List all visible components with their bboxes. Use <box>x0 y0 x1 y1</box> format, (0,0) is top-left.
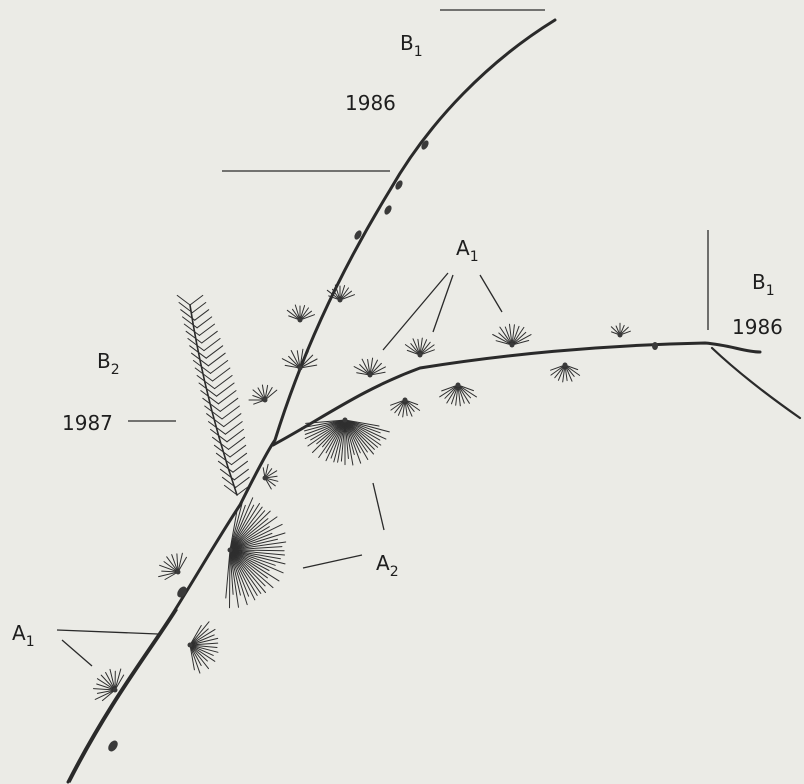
needle-cluster-a1 <box>263 464 278 489</box>
needle-cluster-a1 <box>249 385 277 404</box>
label-a1-bottom: A1 <box>12 621 35 650</box>
stem-buds <box>106 139 658 753</box>
label-b2: B2 <box>97 349 120 378</box>
label-year-right: 1986 <box>732 315 783 339</box>
needle-cluster-a1 <box>440 383 477 406</box>
needle-cluster-a1 <box>159 553 187 579</box>
label-b1-right: B1 <box>752 270 775 299</box>
needle-cluster-a1 <box>391 398 420 417</box>
needle-cluster-a1 <box>188 622 219 673</box>
needle-cluster-a1 <box>287 305 314 323</box>
a2-leader-lower <box>303 555 362 568</box>
label-year-b2: 1987 <box>62 411 113 435</box>
needle-cluster-a1 <box>611 323 630 337</box>
needle-cluster-a1 <box>354 358 385 377</box>
a1-top-leaders <box>383 273 502 350</box>
needle-cluster-a1 <box>405 338 434 357</box>
a1-bottom-arrow <box>57 630 158 634</box>
a1-bottom-leader <box>62 640 92 666</box>
label-a1-top: A1 <box>456 236 479 265</box>
needle-cluster-a1 <box>551 363 580 382</box>
needle-cluster-a2 <box>302 418 390 466</box>
label-a2: A2 <box>376 551 399 580</box>
main-shoot-stem <box>68 20 555 782</box>
needle-cluster-a1 <box>493 324 531 347</box>
label-year-top: 1986 <box>345 91 396 115</box>
a2-leader-upper <box>373 483 384 530</box>
long-shoot-b2 <box>177 295 250 495</box>
needle-cluster-a1 <box>282 349 317 370</box>
label-b1-top: B1 <box>400 31 423 60</box>
